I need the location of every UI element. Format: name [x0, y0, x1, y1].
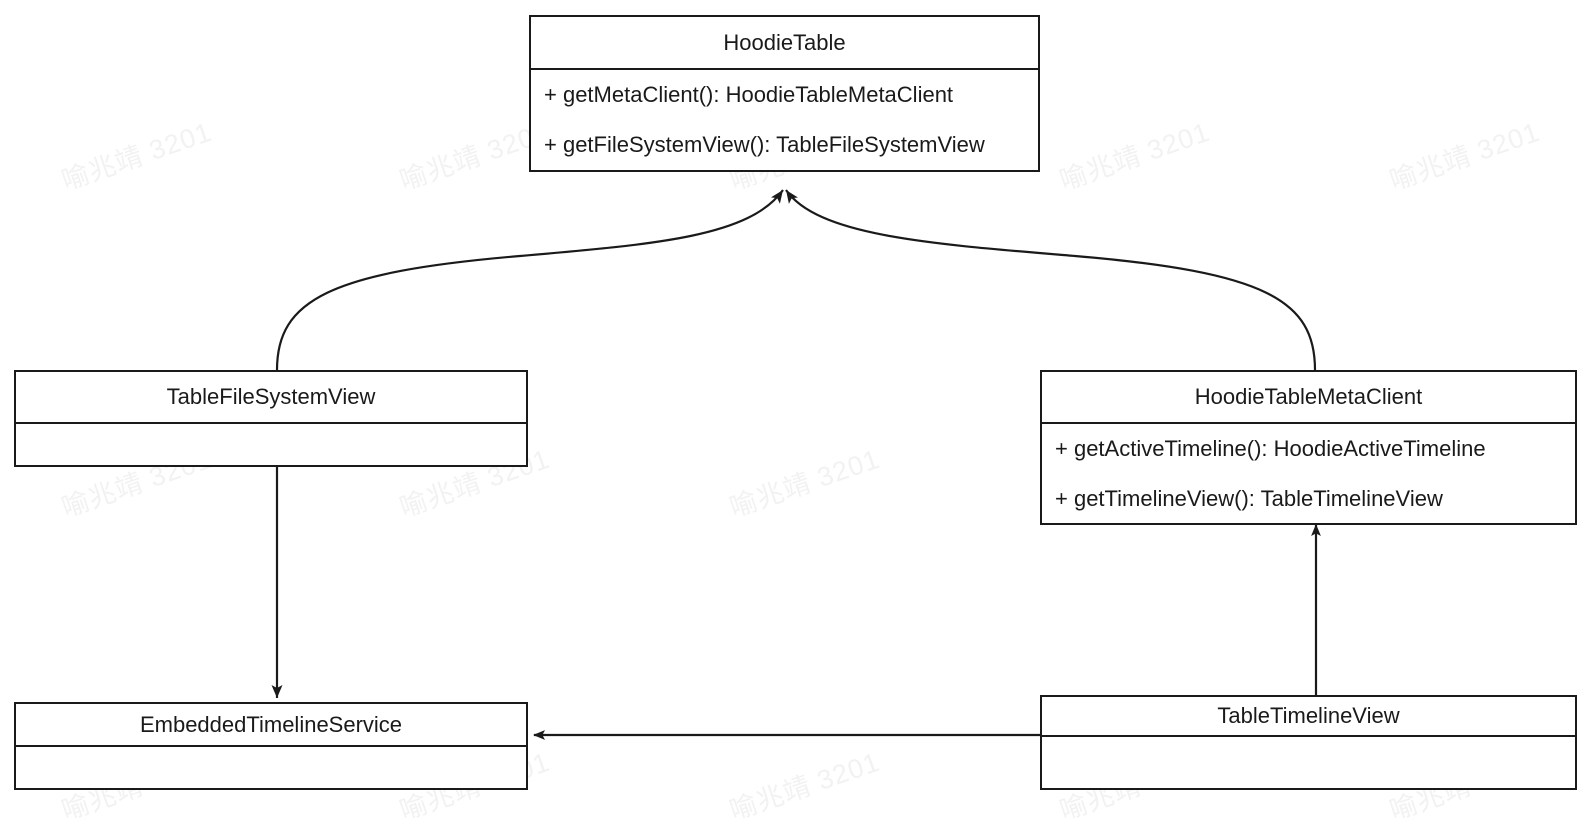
uml-class-table-file-system-view[interactable]: TableFileSystemView: [14, 370, 528, 467]
uml-class-hoodie-table-meta-client[interactable]: HoodieTableMetaClient + getActiveTimelin…: [1040, 370, 1577, 525]
uml-class-members: [16, 424, 526, 465]
uml-class-members: [16, 747, 526, 790]
uml-class-name: HoodieTable: [531, 17, 1038, 70]
uml-class-table-timeline-view[interactable]: TableTimelineView: [1040, 695, 1577, 790]
watermark-text: 喻兆靖 3201: [725, 746, 884, 818]
uml-member: + getFileSystemView(): TableFileSystemVi…: [544, 132, 985, 157]
uml-class-members: [1042, 737, 1575, 790]
uml-class-name: TableFileSystemView: [16, 372, 526, 424]
uml-member: + getActiveTimeline(): HoodieActiveTimel…: [1055, 436, 1486, 461]
edge-tablefilesystemview-to-hoodietable: [275, 189, 784, 371]
watermark-text: 喻兆靖 3201: [57, 116, 216, 197]
watermark-text: 喻兆靖 3201: [1055, 116, 1214, 197]
uml-class-embedded-timeline-service[interactable]: EmbeddedTimelineService: [14, 702, 528, 790]
uml-class-members: + getMetaClient(): HoodieTableMetaClient…: [531, 70, 1038, 170]
uml-class-name: HoodieTableMetaClient: [1042, 372, 1575, 424]
edge-hoodietablemetaclient-to-hoodietable: [785, 189, 1317, 371]
watermark-text: 喻兆靖 3201: [1385, 116, 1544, 197]
uml-class-name: EmbeddedTimelineService: [16, 704, 526, 747]
uml-member: + getTimelineView(): TableTimelineView: [1055, 485, 1443, 511]
uml-class-hoodie-table[interactable]: HoodieTable + getMetaClient(): HoodieTab…: [529, 15, 1040, 172]
uml-class-name: TableTimelineView: [1042, 697, 1575, 737]
uml-class-members: + getActiveTimeline(): HoodieActiveTimel…: [1042, 424, 1575, 523]
uml-member: + getMetaClient(): HoodieTableMetaClient: [544, 82, 954, 107]
watermark-text: 喻兆靖 3201: [725, 443, 884, 524]
